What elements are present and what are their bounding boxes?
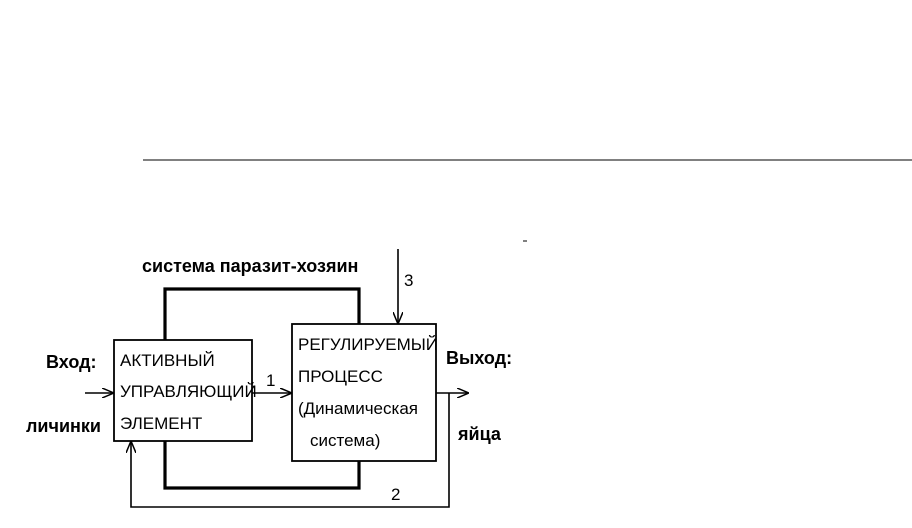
active-element-line-1: АКТИВНЫЙ bbox=[120, 351, 215, 370]
active-element-box bbox=[113, 339, 253, 442]
input-sub-label: личинки bbox=[26, 416, 101, 436]
system-outline-bottom bbox=[163, 441, 361, 490]
signal-3-label: 3 bbox=[404, 271, 413, 290]
output-label: Выход: bbox=[446, 348, 512, 368]
signal-1-label: 1 bbox=[266, 371, 275, 390]
regulated-process-line-2: ПРОЦЕСС bbox=[298, 367, 383, 386]
output-sub-label: яйца bbox=[457, 424, 502, 444]
signal-2-feedback-loop bbox=[131, 393, 450, 508]
active-element-line-3: ЭЛЕМЕНТ bbox=[120, 414, 202, 433]
system-outline-top bbox=[163, 287, 361, 340]
regulated-process-line-3: (Динамическая bbox=[298, 399, 418, 418]
regulated-process-line-4: система) bbox=[310, 431, 380, 450]
regulated-process-box bbox=[291, 323, 437, 462]
regulated-process-line-1: РЕГУЛИРУЕМЫЙ bbox=[298, 335, 438, 354]
system-title: система паразит-хозяин bbox=[142, 256, 358, 276]
signal-2-label: 2 bbox=[391, 485, 400, 504]
input-label: Вход: bbox=[46, 352, 97, 372]
active-element-line-2: УПРАВЛЯЮЩИЙ bbox=[120, 382, 257, 401]
